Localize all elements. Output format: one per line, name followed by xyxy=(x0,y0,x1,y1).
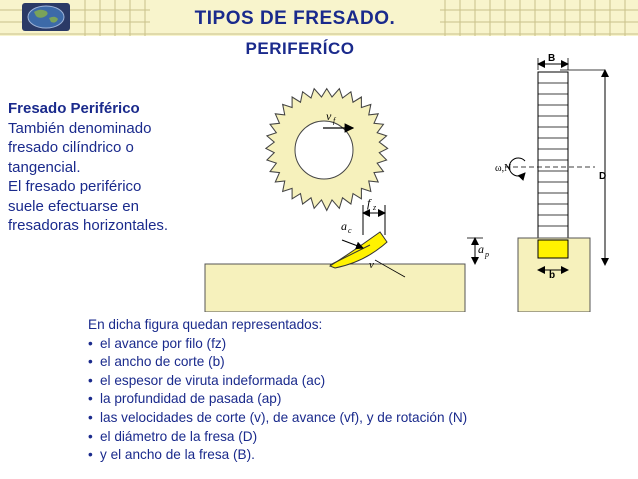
globe-icon xyxy=(22,3,70,31)
banner-grid xyxy=(0,0,638,36)
bullet-symbol: • xyxy=(88,391,93,407)
page-subtitle: PERIFERÍCO xyxy=(245,39,355,58)
list-item: • el diámetro de la fresa (D) xyxy=(88,428,608,447)
list-item-text: la profundidad de pasada (ap) xyxy=(100,391,282,407)
label-b: b xyxy=(549,270,555,281)
page-title: TIPOS DE FRESADO. xyxy=(150,6,440,32)
list-item-text: y el ancho de la fresa (B). xyxy=(100,447,255,463)
bullet-symbol: • xyxy=(88,428,93,444)
list-item-text: las velocidades de corte (v), de avance … xyxy=(100,409,468,425)
label-ac-sub: c xyxy=(348,226,352,235)
label-fz: f xyxy=(367,196,372,210)
list-item-text: el ancho de corte (b) xyxy=(100,354,225,370)
label-ac: a xyxy=(341,219,347,233)
label-ap-sub: p xyxy=(484,250,489,259)
list-item: • la profundidad de pasada (ap) xyxy=(88,390,608,409)
chip xyxy=(328,231,388,269)
bullet-symbol: • xyxy=(88,354,93,370)
list-item-text: el diámetro de la fresa (D) xyxy=(100,428,258,444)
description-line: fresadoras horizontales. xyxy=(8,217,169,234)
label-B: B xyxy=(548,53,555,64)
description-heading: Fresado Periférico xyxy=(8,100,140,117)
summary-intro: En dicha figura quedan representados: xyxy=(88,317,323,332)
list-item: • y el ancho de la fresa (B). xyxy=(88,446,608,465)
bullet-symbol: • xyxy=(88,335,93,351)
label-fz-sub: z xyxy=(372,203,377,212)
milling-diagram: v f f z a c v a p B D ω,N xyxy=(204,53,609,312)
list-item: • las velocidades de corte (v), de avance… xyxy=(88,409,608,428)
description-line: suele efectuarse en xyxy=(8,197,139,215)
workpiece xyxy=(204,263,466,312)
list-item: • el avance por filo (fz) xyxy=(88,335,608,354)
label-omega: ω,N xyxy=(495,163,511,174)
list-item: • el ancho de corte (b) xyxy=(88,353,608,372)
description-line: También denominado xyxy=(8,119,152,137)
cutter-bore xyxy=(294,120,354,180)
label-vf-sub: f xyxy=(333,116,337,125)
label-v: v xyxy=(369,259,374,271)
description-line: El fresado periférico xyxy=(8,178,142,195)
bullet-symbol: • xyxy=(88,372,93,388)
label-D: D xyxy=(599,171,606,182)
list-item: • el espesor de viruta indeformada (ac) xyxy=(88,372,608,391)
description-block: Fresado Periférico También denominado fr… xyxy=(8,99,213,236)
cutter-side-view xyxy=(537,71,569,241)
label-vf: v xyxy=(326,109,332,123)
bullet-symbol: • xyxy=(88,447,93,463)
list-item-text: el espesor de viruta indeformada (ac) xyxy=(100,372,326,388)
description-line: tangencial. xyxy=(8,158,81,176)
description-line: fresado cilíndrico o xyxy=(8,139,134,156)
list-item-text: el avance por filo (fz) xyxy=(100,335,227,351)
bullet-symbol: • xyxy=(88,409,93,425)
title-banner: TIPOS DE FRESADO. xyxy=(0,0,638,36)
label-ap: a xyxy=(478,242,484,256)
summary-list: En dicha figura quedan representados: • e… xyxy=(88,316,608,465)
